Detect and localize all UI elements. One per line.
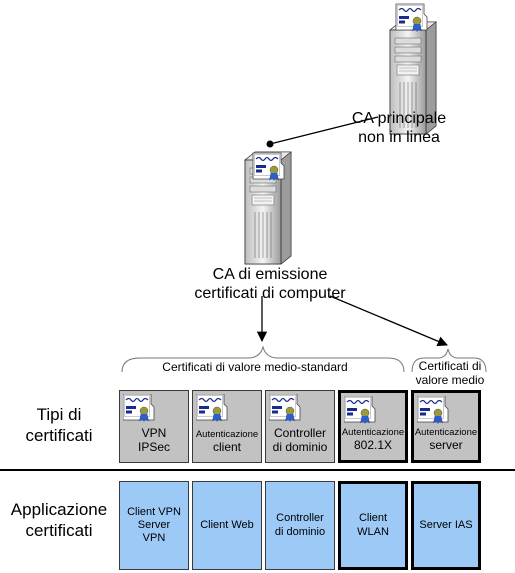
application-line: Client Web [200,518,254,531]
certificate-type-line1: VPN [141,426,167,441]
certificate-seal-icon [123,394,155,423]
applications-row-label-line2: certificati [25,521,93,541]
standard-group-label: Certificati di valore medio-standard [162,360,348,374]
application-line: VPN [142,532,166,545]
issuing-ca-label-line2: certificati di computer [194,285,346,303]
certificate-type-line1: Controller [273,426,327,441]
root-ca-label-line2: non in linea [358,129,440,147]
certificate-seal-icon [344,396,376,425]
certificate-seal-icon [417,396,449,425]
certificate-type-line2: server [429,438,463,453]
root-ca-label: CA principale non in linea [344,109,454,147]
application-ias-server: Server IAS [411,481,481,570]
certificate-types-row-label-line1: Tipi di [36,405,82,424]
root-to-issuing-connector [269,116,379,145]
certificate-type-8021x-auth: Autenticazione 802.1X [338,390,408,463]
medium-group-brace [411,348,487,373]
application-wlan-client: Client WLAN [338,481,408,570]
arrow-to-medium-group [329,295,448,347]
certificate-type-server-auth: Autenticazione server [411,390,481,463]
applications-row-label: Applicazione certificati [0,499,118,542]
issuing-ca-certificate-icon [252,152,285,182]
certificate-seal-icon [269,394,301,423]
application-line: di dominio [274,525,326,538]
certificate-type-vpn-ipsec: VPN IPSec [119,390,189,463]
certificate-type-line2: 802.1X [353,438,393,453]
connector-endpoint-dot [266,140,274,148]
certificate-type-line2: IPSec [137,440,170,455]
root-ca-certificate-icon [395,3,428,33]
medium-group-label: Certificati di valore medio [415,359,485,388]
certificate-type-line2: di dominio [272,440,328,455]
application-line: Controller [276,512,324,525]
issuing-ca-label: CA di emissione certificati di computer [170,265,370,303]
issuing-ca-label-line1: CA di emissione [212,266,328,283]
certificate-types-row-label: Tipi di certificati [0,404,118,447]
certificate-seal-icon [196,394,228,423]
certificate-type-line1: Autenticazione [195,429,259,441]
certificate-type-line1: Autenticazione [341,427,405,439]
application-domain-controller: Controller di dominio [265,481,335,570]
root-ca-label-line1: CA principale [351,110,447,127]
certificate-type-line1: Autenticazione [414,427,478,439]
application-web-client: Client Web [192,481,262,570]
applications-row-label-line1: Applicazione [10,500,108,519]
application-line: Server [137,518,171,531]
certificate-type-line2: client [212,440,241,455]
application-line: Client [358,512,388,525]
standard-group-brace [121,345,405,373]
application-line: Server IAS [419,518,473,531]
certificate-types-row-label-line2: certificati [25,426,93,446]
application-line: WLAN [357,525,389,538]
certificate-type-client-auth: Autenticazione client [192,390,262,463]
certificate-type-domain-controller: Controller di dominio [265,390,335,463]
application-line: Client VPN [127,505,181,518]
application-vpn-client-server: Client VPN Server VPN [119,481,189,570]
